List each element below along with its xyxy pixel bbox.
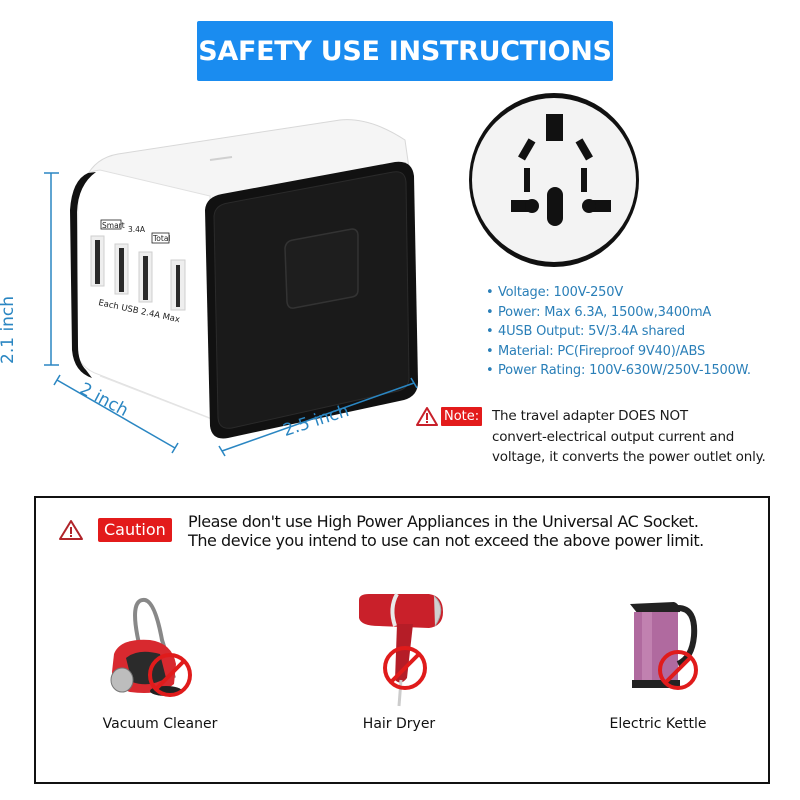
spec-item-power-rating: •Power Rating: 100V-630W/250V-1500W. — [486, 363, 751, 378]
caution-badge: Caution — [98, 518, 172, 542]
caution-line: Please don't use High Power Appliances i… — [188, 512, 699, 531]
warning-triangle-icon — [59, 520, 83, 540]
appliance-label: Hair Dryer — [362, 716, 436, 732]
prohibited-icon — [658, 650, 698, 690]
spec-item-material: •Material: PC(Fireproof 9V40)/ABS — [486, 343, 706, 359]
title-banner: SAFETY USE INSTRUCTIONS — [197, 21, 613, 81]
usb-label-total: Total — [152, 234, 171, 243]
dimension-height: 2.1 inch — [0, 295, 18, 364]
spec-item-power: •Power: Max 6.3A, 1500w,3400mA — [486, 304, 712, 320]
note-line: The travel adapter DOES NOT — [492, 408, 688, 424]
appliance-label: Electric Kettle — [609, 716, 707, 732]
electric-kettle-image — [630, 602, 698, 690]
spec-list: •Voltage: 100V-250V •Power: Max 6.3A, 15… — [486, 283, 796, 381]
note-text: The travel adapter DOES NOT convert-elec… — [492, 406, 800, 468]
travel-adapter-image: Smart 3.4A Total Each USB 2.4A Max — [44, 119, 418, 457]
hair-dryer-image — [359, 593, 443, 707]
usb-label-smart: Smart — [102, 221, 125, 230]
note-line: voltage, it converts the power outlet on… — [492, 449, 766, 465]
caution-box: Caution Please don't use High Power Appl… — [34, 496, 770, 784]
note-badge: Note: — [441, 406, 483, 426]
note-section: Note: The travel adapter DOES NOT conver… — [416, 406, 800, 465]
usb-label-amps: 3.4A — [128, 225, 146, 234]
warning-triangle-icon — [416, 407, 438, 426]
caution-line: The device you intend to use can not exc… — [188, 531, 704, 550]
universal-socket-icon — [469, 93, 639, 267]
prohibited-icon — [148, 653, 192, 697]
note-line: convert-electrical output current and — [492, 428, 735, 445]
universal-socket-face — [468, 92, 640, 268]
spec-item-voltage: •Voltage: 100V-250V — [486, 285, 624, 300]
appliance-label: Vacuum Cleaner — [102, 716, 218, 732]
product-illustration: Smart 3.4A Total Each USB 2.4A Max 2.1 i… — [0, 110, 470, 470]
appliance-hair-dryer: Hair Dryer — [299, 588, 499, 732]
spec-item-usb-output: •4USB Output: 5V/3.4A shared — [486, 324, 685, 339]
vacuum-cleaner-image — [110, 598, 192, 697]
appliance-vacuum-cleaner: Vacuum Cleaner — [60, 588, 260, 732]
caution-text: Please don't use High Power Appliances i… — [188, 512, 768, 550]
prohibited-icon — [383, 646, 427, 690]
appliance-electric-kettle: Electric Kettle — [558, 588, 758, 732]
page-title: SAFETY USE INSTRUCTIONS — [198, 35, 612, 67]
